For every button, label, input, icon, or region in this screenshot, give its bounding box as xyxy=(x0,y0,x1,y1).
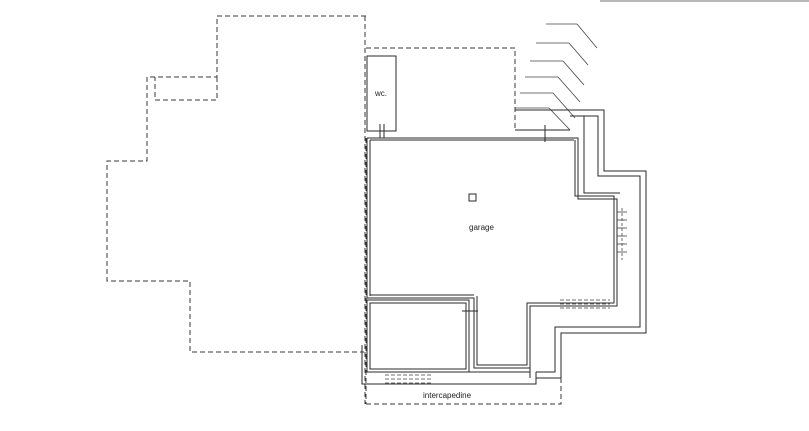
upper-floor-outline xyxy=(106,15,366,353)
lower-room xyxy=(366,299,470,373)
intercapedine-wall xyxy=(361,345,537,385)
garage-outer-wall xyxy=(366,137,618,369)
garage-inner-right xyxy=(476,140,615,366)
ramp-line-3b xyxy=(562,60,585,86)
upper-floor-notch xyxy=(154,77,218,101)
garage-label: garage xyxy=(469,223,494,232)
outer-corridor-inner xyxy=(536,115,641,373)
ramp-line-1b xyxy=(576,23,598,49)
ramp-line-6b xyxy=(548,107,571,131)
wc-label: wc. xyxy=(374,89,387,98)
lower-room-inner xyxy=(369,302,467,370)
top-room-outline xyxy=(366,47,516,130)
ramp-line-4b xyxy=(557,76,581,103)
garage-column xyxy=(468,193,477,202)
intercapedine-label: intercapedine xyxy=(423,391,472,400)
ramp-line-5b xyxy=(552,92,576,119)
corridor-link xyxy=(583,116,620,194)
ramp-line-2b xyxy=(568,42,589,66)
outer-corridor-wall xyxy=(515,109,647,379)
intercapedine-outline xyxy=(366,337,562,405)
